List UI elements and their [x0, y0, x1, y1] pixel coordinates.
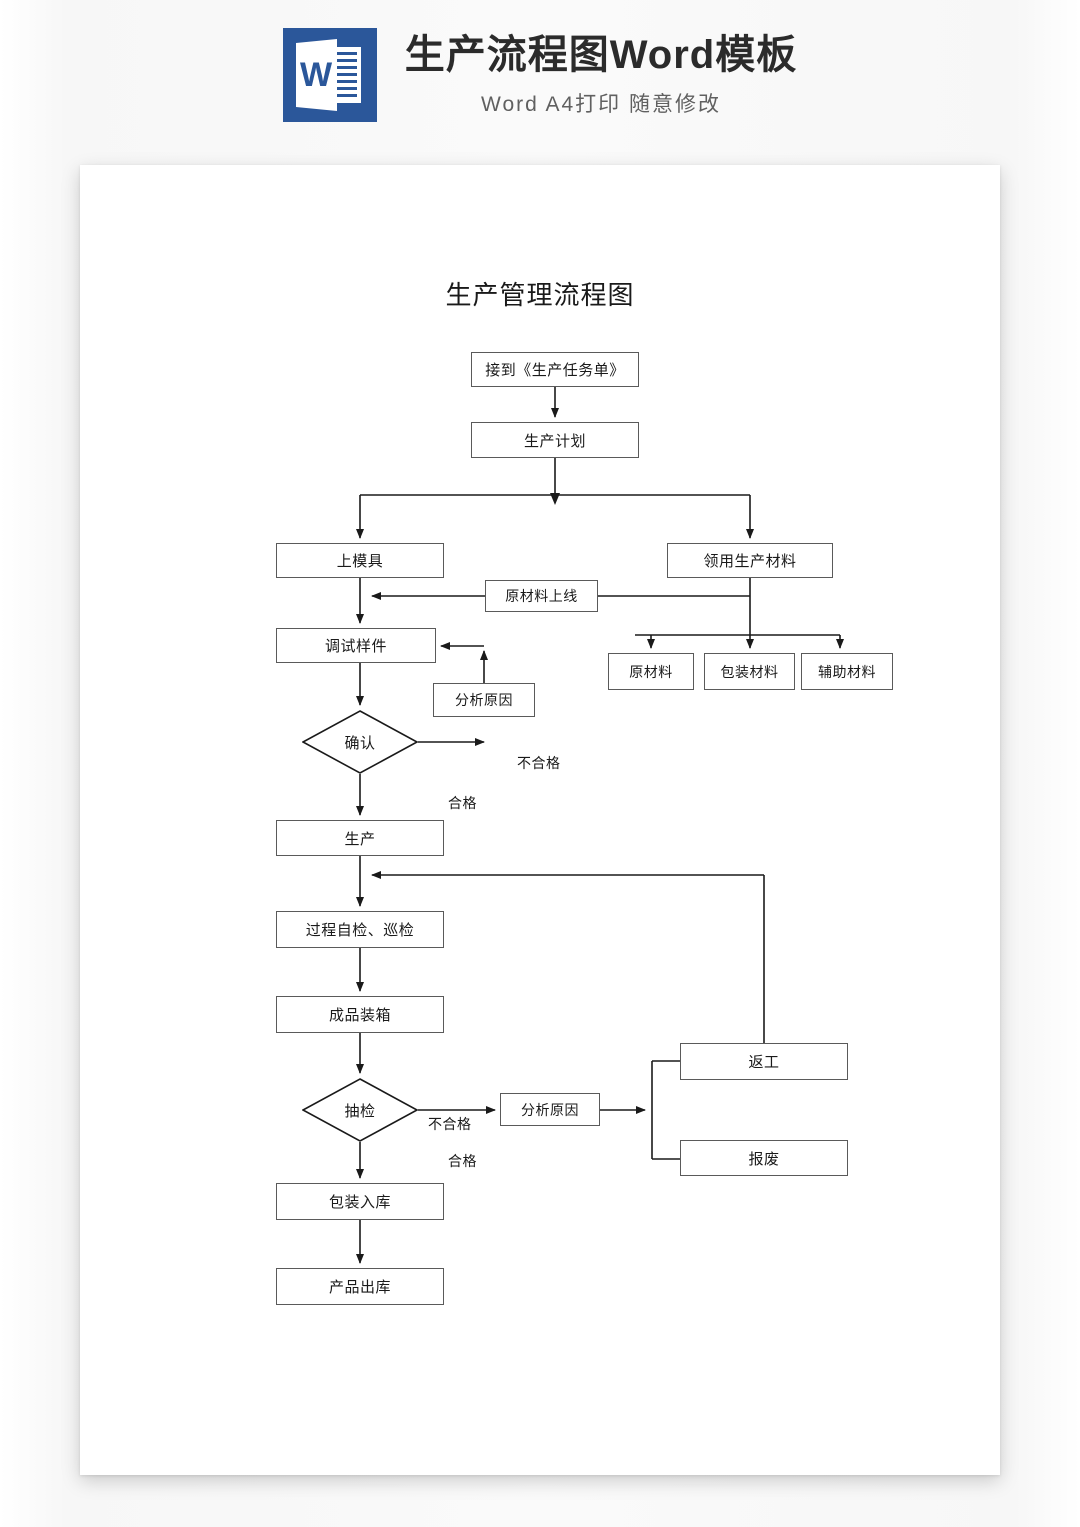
flow-node-production[interactable]: 生产: [276, 820, 444, 856]
flow-node-receive-order[interactable]: 接到《生产任务单》: [471, 352, 639, 387]
flowchart-connectors: [356, 387, 844, 1264]
flow-node-sampling-label: 抽检: [344, 1101, 376, 1120]
edge-label-sampling-fail: 不合格: [428, 1117, 472, 1133]
flow-node-sampling-decision[interactable]: 抽检: [302, 1078, 418, 1142]
flow-node-analyze-cause-lower[interactable]: 分析原因: [500, 1093, 600, 1126]
svg-text:W: W: [300, 56, 333, 94]
word-app-icon: W: [282, 28, 377, 122]
flow-node-trial-sample[interactable]: 调试样件: [276, 628, 436, 663]
flowchart: 接到《生产任务单》 生产计划 上模具 领用生产材料 原材料上线 原材料 包装材料…: [80, 165, 1000, 1475]
flow-node-production-plan[interactable]: 生产计划: [471, 422, 639, 458]
flow-node-confirm-label: 确认: [344, 733, 376, 752]
flow-node-mount-mold[interactable]: 上模具: [276, 543, 444, 578]
edge-label-confirm-pass: 合格: [448, 796, 477, 812]
header-banner: W 生产流程图Word模板 Word A4打印 随意修改: [0, 0, 1080, 150]
edge-label-sampling-pass: 合格: [448, 1154, 477, 1170]
edge-label-confirm-fail: 不合格: [517, 756, 561, 772]
flow-node-scrap[interactable]: 报废: [680, 1140, 848, 1176]
flow-node-self-inspection[interactable]: 过程自检、巡检: [276, 911, 444, 948]
flow-node-analyze-cause-upper[interactable]: 分析原因: [433, 683, 535, 717]
flow-node-materials-online[interactable]: 原材料上线: [485, 580, 598, 612]
flow-node-product-outbound[interactable]: 产品出库: [276, 1268, 444, 1305]
header-title: 生产流程图Word模板: [404, 33, 798, 77]
document-title: 生产管理流程图: [445, 281, 635, 311]
flow-node-requisition-materials[interactable]: 领用生产材料: [667, 543, 833, 578]
flow-node-pack-into-warehouse[interactable]: 包装入库: [276, 1183, 444, 1220]
flow-node-confirm-decision[interactable]: 确认: [302, 710, 418, 774]
document-page: 生产管理流程图: [80, 165, 1000, 1475]
flow-node-packaging-material[interactable]: 包装材料: [704, 653, 795, 690]
flow-node-raw-material[interactable]: 原材料: [608, 653, 694, 690]
flow-node-finished-packing[interactable]: 成品装箱: [276, 996, 444, 1033]
header-subtitle: Word A4打印 随意修改: [481, 93, 721, 116]
flow-node-auxiliary-material[interactable]: 辅助材料: [801, 653, 893, 690]
flow-node-rework[interactable]: 返工: [680, 1043, 848, 1080]
